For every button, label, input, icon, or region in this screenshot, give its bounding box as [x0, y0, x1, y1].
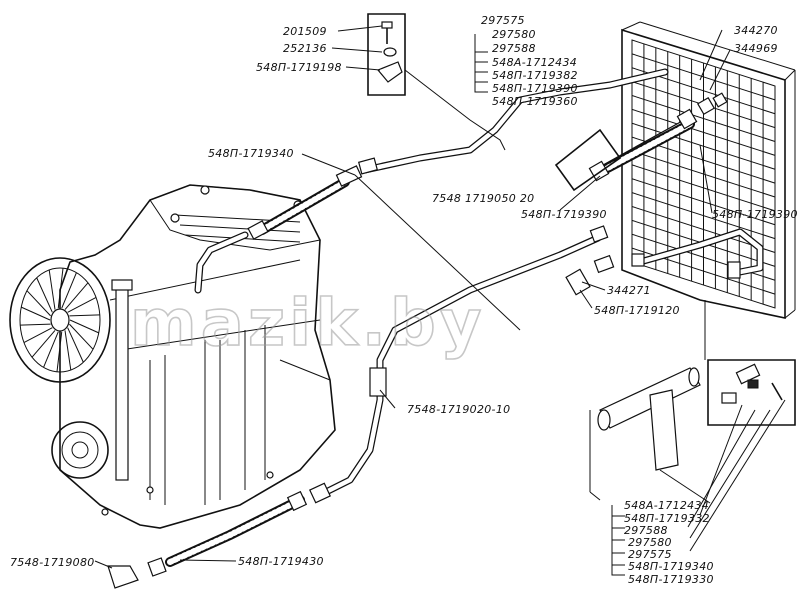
- radiator: [621, 21, 796, 319]
- leader-lines: [94, 25, 786, 576]
- label-344270: 344270: [734, 24, 778, 37]
- label-group-bottom-1: 548А-1712434: [624, 499, 709, 512]
- label-group-bottom-2: 548П-1719332: [624, 512, 710, 525]
- label-548p-1719390: 548П-1719390: [521, 208, 607, 221]
- part-labels: 201509 252136 548П-1719198 297575 297580…: [10, 14, 798, 586]
- label-group-bottom-4: 297580: [628, 536, 672, 549]
- label-group-bottom-6: 548П-1719340: [628, 560, 714, 573]
- pipe-main-return: [316, 234, 602, 499]
- label-201509: 201509: [283, 25, 327, 38]
- label-group-top-3: 297588: [492, 42, 536, 55]
- reference-plates: [554, 128, 622, 192]
- label-344271: 344271: [607, 284, 651, 297]
- label-group-bottom-3: 297588: [624, 524, 668, 537]
- pipe-front-left: [194, 231, 249, 294]
- detail-box-top: [367, 13, 406, 96]
- label-7548-1719020-10: 7548-1719020-10: [407, 403, 510, 416]
- pipe-radiator-return: [636, 228, 764, 276]
- pipe-upper-supply: [361, 68, 669, 174]
- label-7548-1719080: 7548-1719080: [10, 556, 95, 569]
- label-548p-1719340: 548П-1719340: [208, 147, 294, 160]
- label-548p-1719120: 548П-1719120: [594, 304, 680, 317]
- label-group-top-7: 548П-1719360: [492, 95, 578, 108]
- label-252136: 252136: [283, 42, 327, 55]
- hose-lower: [165, 495, 305, 567]
- label-344969: 344969: [734, 42, 778, 55]
- label-group-top-2: 297580: [492, 28, 536, 41]
- hose-radiator-upper: [595, 119, 695, 177]
- tee-fitting: [597, 367, 701, 471]
- label-548p-1719430: 548П-1719430: [238, 555, 324, 568]
- label-548p-1719198: 548П-1719198: [256, 61, 342, 74]
- label-group-top-5: 548П-1719382: [492, 69, 578, 82]
- hose-upper-left: [257, 177, 350, 235]
- label-group-top-1: 297575: [481, 14, 525, 27]
- label-group-bottom-7: 548П-1719330: [628, 573, 714, 586]
- label-7548-1719050-20: 7548 1719050 20: [432, 192, 534, 205]
- watermark-text: mazik.by: [130, 287, 485, 361]
- label-group-top-4: 548А-1712434: [492, 56, 577, 69]
- transmission-housing: [51, 184, 336, 529]
- label-548p-1719390-b: 548П-1719390: [712, 208, 798, 221]
- detail-box-bottom: [707, 359, 796, 426]
- fittings: [107, 92, 741, 589]
- label-group-top-6: 548П-1719390: [492, 82, 578, 95]
- fan-wheel: [9, 257, 111, 383]
- label-group-bottom-5: 297575: [628, 548, 672, 561]
